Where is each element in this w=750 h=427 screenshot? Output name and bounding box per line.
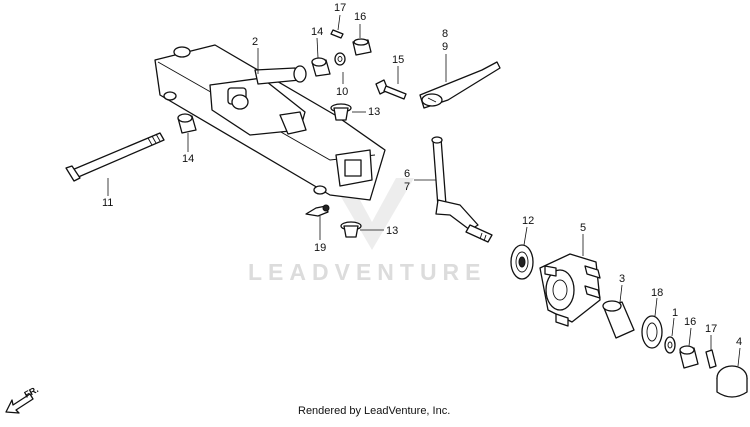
bearing-12 <box>510 244 534 280</box>
leader-lines <box>107 14 741 367</box>
callout-3: 3 <box>619 273 626 285</box>
callout-5: 5 <box>580 222 587 234</box>
callout-10: 10 <box>336 86 349 98</box>
castle-nut <box>679 345 699 369</box>
callout-14-top: 14 <box>311 26 324 38</box>
bolt-15 <box>375 79 407 100</box>
pivot-bolt <box>65 132 165 182</box>
callout-18: 18 <box>651 287 664 299</box>
callout-14-left: 14 <box>182 153 195 165</box>
cotter-pin <box>705 349 717 369</box>
callout-11: 11 <box>102 197 114 209</box>
callout-13-top: 13 <box>368 106 381 118</box>
hub-cap <box>716 365 748 398</box>
callout-7: 7 <box>404 181 411 193</box>
callout-2: 2 <box>252 36 259 48</box>
front-axle-beam <box>154 44 386 201</box>
tie-rod <box>419 61 501 109</box>
bushing-left <box>177 113 197 134</box>
callout-15: 15 <box>392 54 405 66</box>
callout-19: 19 <box>314 242 327 254</box>
callout-16-top: 16 <box>354 11 367 23</box>
spacer-collar <box>602 300 635 339</box>
flange-bushing-top <box>330 103 352 121</box>
callout-8: 8 <box>442 28 449 40</box>
bearing-18 <box>641 315 663 349</box>
flange-bushing-bottom <box>340 221 362 238</box>
footer-credit: Rendered by LeadVenture, Inc. <box>298 405 451 417</box>
top-hardware <box>311 29 372 77</box>
spindle <box>431 136 493 243</box>
wheel-hub <box>539 253 601 327</box>
callout-17-top: 17 <box>334 2 347 14</box>
watermark-text: LEADVENTURE <box>248 259 487 285</box>
callout-1: 1 <box>672 307 679 319</box>
callout-17-bottom: 17 <box>705 323 718 335</box>
washer <box>664 336 676 354</box>
grease-fitting <box>305 204 330 217</box>
callout-12: 12 <box>522 215 535 227</box>
callout-16-bottom: 16 <box>684 316 697 328</box>
callout-13-bottom: 13 <box>386 225 399 237</box>
callout-6: 6 <box>404 168 411 180</box>
callout-9: 9 <box>442 41 449 53</box>
callout-4: 4 <box>736 336 743 348</box>
front-direction-arrow-icon <box>5 393 34 414</box>
